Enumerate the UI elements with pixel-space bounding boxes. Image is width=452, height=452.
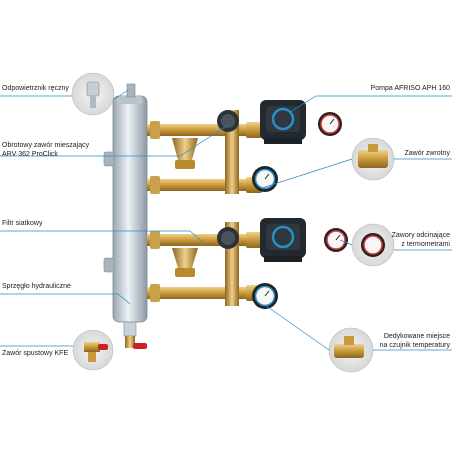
leader-odcinajace-link — [339, 239, 353, 246]
label-shutoff-valves-line2: z termometrami — [401, 240, 450, 248]
label-sensor-port: Dedykowane miejsce na czujnik temperatur… — [380, 333, 450, 350]
label-mixing-valve: Obrotowy zawór mieszający ARV 362 ProCli… — [2, 142, 89, 159]
lower-pump — [260, 218, 306, 262]
zoom-check-valve — [351, 137, 395, 181]
label-sensor-port-line1: Dedykowane miejsce — [383, 333, 450, 340]
label-mixing-valve-line2: ARV 362 ProClick — [2, 150, 58, 158]
leader-lines — [0, 89, 452, 351]
zoom-air-vent — [71, 72, 115, 116]
label-shutoff-valves-line1: Zawory odcinające — [391, 232, 450, 239]
label-air-vent: Odpowietrznik ręczny — [2, 85, 69, 92]
lower-circuit-pipes — [147, 222, 262, 306]
leader-zwrotny-link — [261, 158, 353, 189]
leader-dedykowane-link — [264, 304, 330, 351]
label-sensor-port-line2: na czujnik temperatury — [379, 341, 450, 349]
lower-thermometers — [252, 228, 348, 309]
lower-mixing-valve — [217, 227, 239, 249]
label-check-valve: Zawór zwrotny — [404, 150, 450, 157]
label-shutoff-valves: Zawory odcinające z termometrami — [392, 232, 450, 249]
zoom-drain-valve — [72, 329, 114, 371]
label-hydraulic-coupler: Sprzęgło hydrauliczne — [2, 283, 71, 290]
label-strainer: Filtr siatkowy — [2, 220, 43, 227]
label-pump: Pompa AFRISO APH 160 — [370, 85, 450, 92]
upper-thermometers — [252, 112, 342, 192]
drain-valve-kfe — [125, 336, 147, 349]
label-drain-valve: Zawór spustowy KFE — [2, 350, 69, 357]
upper-circuit-pipes — [147, 110, 262, 194]
leader-pompa — [289, 95, 452, 113]
leader-obrotowy — [0, 124, 229, 157]
hydraulic-coupler — [103, 83, 148, 337]
leader-sprzeglo — [0, 293, 131, 305]
zoom-shutoff-valves — [351, 223, 395, 267]
upper-pump — [260, 100, 306, 144]
upper-mixing-valve — [217, 110, 239, 132]
label-mixing-valve-line1: Obrotowy zawór mieszający — [2, 142, 90, 149]
leader-odpowietrznik-link — [112, 89, 129, 101]
zoom-sensor-port — [328, 327, 374, 373]
leader-filtr — [0, 230, 206, 245]
